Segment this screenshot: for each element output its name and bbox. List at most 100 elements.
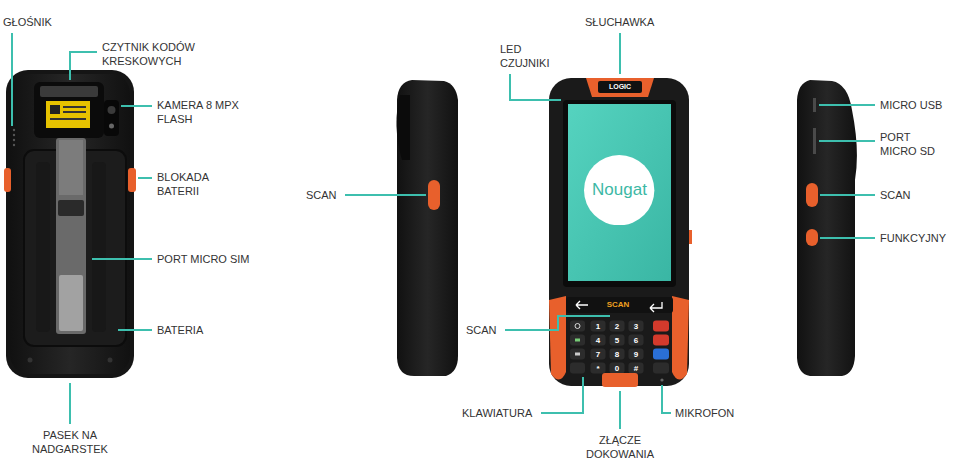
flash (109, 124, 114, 129)
side-button (689, 230, 692, 244)
callout-label: PORT MICRO SIM (157, 252, 287, 266)
callout-label: MICRO USB (880, 98, 965, 112)
strap-buckle (58, 200, 84, 216)
leader-line (70, 52, 97, 80)
front-view (549, 78, 692, 387)
callout-label: SŁUCHAWKA (585, 15, 675, 29)
back-key-symbol (576, 301, 588, 309)
battery-ridge (92, 162, 106, 332)
key (629, 321, 644, 332)
side-button (128, 168, 136, 192)
device-print: 5 (610, 335, 624, 346)
scanner-profile (396, 95, 410, 160)
leader-line (619, 391, 621, 429)
key (570, 335, 585, 346)
key (591, 363, 606, 374)
key (591, 321, 606, 332)
callout-label: SCAN (466, 323, 504, 337)
key (629, 349, 644, 360)
scanner-window (40, 86, 98, 97)
callout-label: MIKROFON (675, 406, 755, 420)
leader-line (92, 258, 152, 260)
housing (6, 70, 134, 378)
callout-label: BLOKADA BATERII (157, 170, 232, 198)
function-button (806, 229, 818, 246)
side-button (4, 168, 11, 192)
logo-circle: Nougat (584, 155, 654, 225)
scan-button (428, 180, 440, 210)
camera-lens (108, 106, 116, 114)
leader-lines (12, 33, 875, 429)
wrist-strap (56, 138, 86, 334)
callout-label: LED CZUJNIKI (500, 42, 558, 70)
callout-label: GŁOŚNIK (3, 15, 83, 29)
key-symbol (575, 324, 580, 329)
leader-line (118, 329, 152, 331)
circle-fill (584, 155, 654, 225)
leader-line (619, 33, 621, 74)
key (653, 321, 669, 332)
leader-line (69, 383, 71, 424)
callout-label: FUNKCYJNY (880, 231, 965, 245)
back-view (4, 70, 136, 378)
leader-line (11, 33, 13, 126)
leader-line (819, 104, 875, 106)
strap-velcro (59, 275, 83, 331)
screw (108, 358, 113, 363)
leader-line (138, 177, 152, 179)
key (610, 335, 625, 346)
housing-face (10, 74, 130, 374)
side-housing (797, 80, 857, 376)
earpiece (598, 81, 642, 93)
device-print: 3 (629, 321, 643, 332)
device-print: 1 (591, 321, 605, 332)
screen-bezel (563, 100, 676, 287)
device-print: 4 (591, 335, 605, 346)
right-side-view (797, 80, 857, 376)
leader-line (820, 237, 875, 239)
leader-line (819, 140, 875, 142)
battery-ridge (36, 162, 50, 332)
key (570, 363, 585, 374)
device-print: 0 (610, 363, 624, 374)
key (570, 349, 585, 360)
leader-line (505, 316, 610, 330)
device-print: 2 (610, 321, 624, 332)
key (629, 335, 644, 346)
screen (568, 104, 671, 281)
device-print: SCAN (598, 300, 638, 310)
microphone-hole (660, 378, 663, 381)
key (653, 349, 669, 360)
sticker-print (63, 111, 86, 113)
callout-label: SCAN (880, 188, 940, 202)
leader-line (820, 194, 875, 196)
side-housing (397, 80, 458, 376)
key-symbol (575, 353, 580, 356)
leader-line (662, 385, 671, 413)
top-cap (586, 78, 654, 97)
key (653, 363, 669, 374)
grip (672, 296, 689, 380)
key (610, 349, 625, 360)
speaker-hole (13, 139, 15, 141)
speaker-hole (13, 129, 15, 131)
callout-label: KAMERA 8 MPX FLASH (157, 98, 249, 126)
callout-label: KLAWIATURA (462, 406, 540, 420)
device-print: 9 (629, 349, 643, 360)
device-print: 7 (591, 349, 605, 360)
device-print: 8 (610, 349, 624, 360)
scanner-head (34, 82, 104, 138)
enter-key-symbol (650, 302, 662, 312)
leader-line (345, 194, 426, 196)
leader-line (510, 74, 561, 100)
device-print: # (629, 363, 643, 374)
device-print: * (591, 363, 605, 374)
dock-connector (602, 373, 638, 387)
strap-segment (59, 140, 83, 195)
housing (549, 78, 689, 386)
sd-slot (813, 128, 816, 154)
screw (28, 358, 33, 363)
